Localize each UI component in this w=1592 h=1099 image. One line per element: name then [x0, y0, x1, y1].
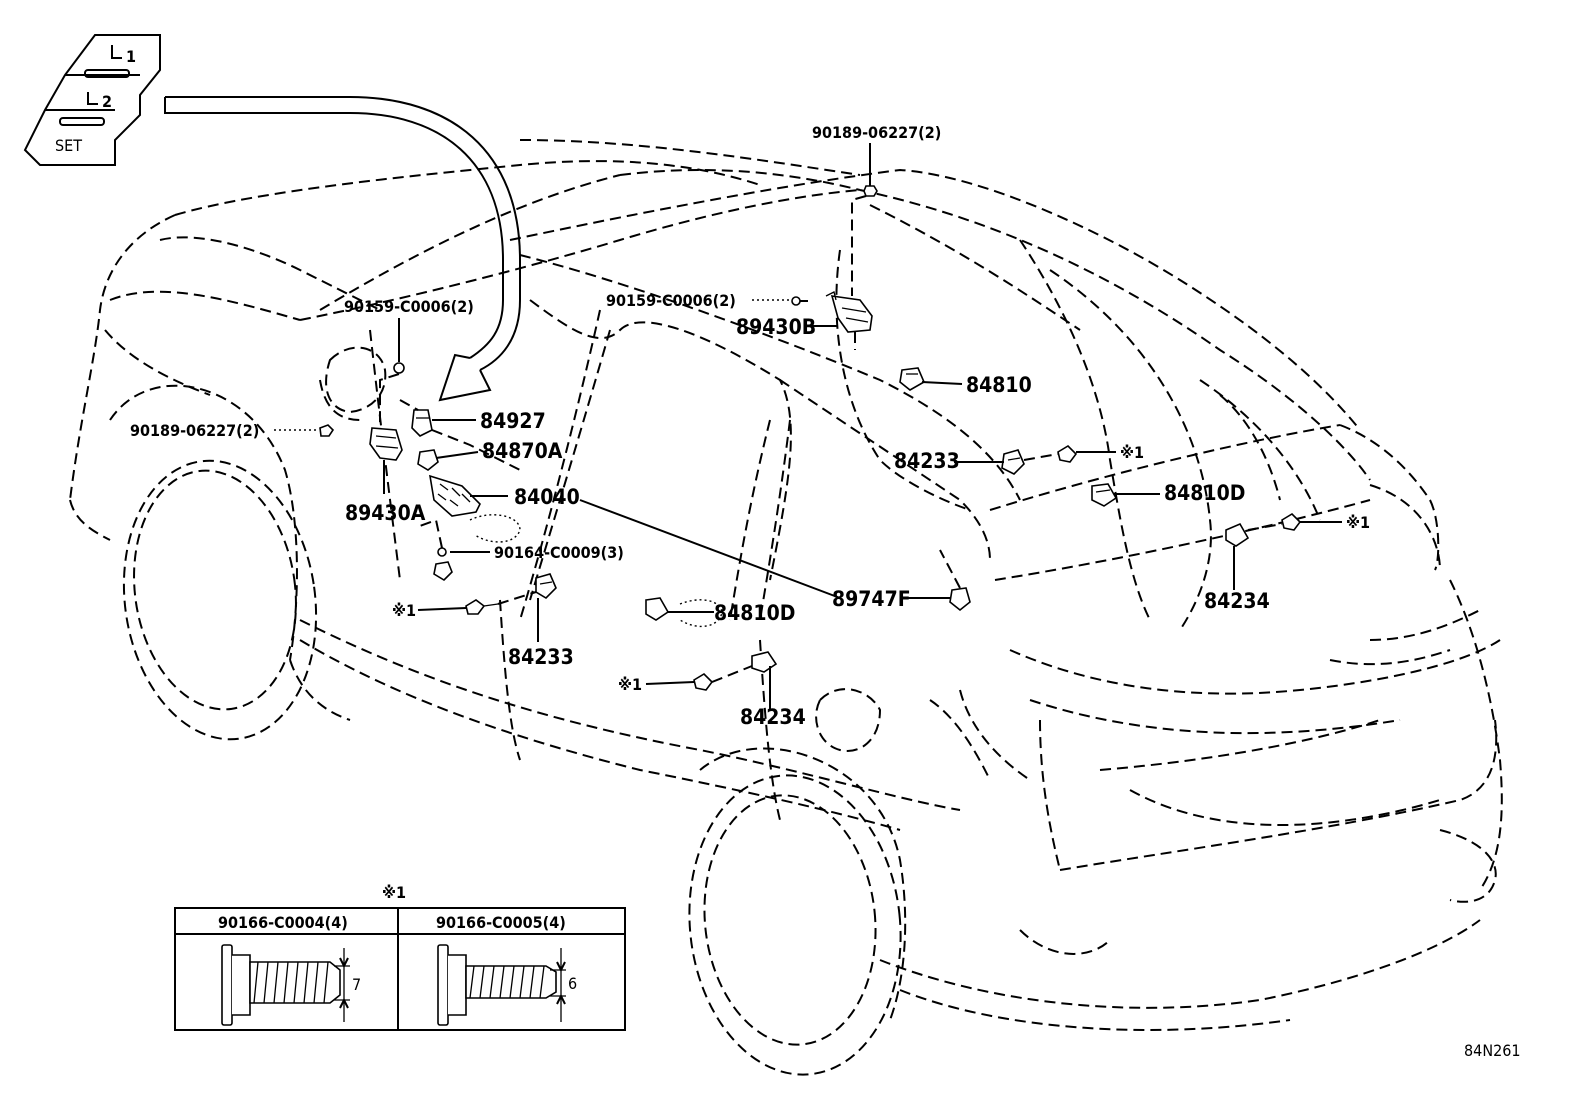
screw-ref1-right [1281, 512, 1302, 531]
label-84233-left: 84233 [508, 645, 574, 669]
bolt-90166-c0005-drawing [437, 944, 566, 1026]
module-89430a [369, 427, 403, 461]
label-84234-center: 84234 [740, 705, 806, 729]
memory-button-1-label: 1 [126, 47, 136, 66]
pointer-arrow [164, 96, 521, 402]
leader-lines [274, 143, 1342, 710]
bolt-90166-c0004-drawing [221, 944, 350, 1026]
screw-90159-left [393, 362, 405, 374]
label-90189-06227-top: 90189-06227(2) [812, 123, 941, 142]
legend-col2-dimension: 6 [568, 974, 577, 993]
screw-ref1-center [693, 672, 714, 691]
seat-icon-1 [111, 45, 122, 59]
diagram-code: 84N261 [1464, 1041, 1521, 1060]
label-84810d-right: 84810D [1164, 481, 1245, 505]
legend-col1-dimension: 7 [352, 975, 361, 994]
label-90159-c0006-right: 90159-C0006(2) [606, 291, 736, 310]
courtesy-switch-84234-center [751, 651, 778, 673]
screw-ref1-left [465, 599, 499, 615]
label-84810: 84810 [966, 373, 1032, 397]
label-ref-mark-right: ※1 [1346, 513, 1370, 532]
label-84233-right: 84233 [894, 449, 960, 473]
label-89430a: 89430A [345, 501, 426, 525]
label-84810d-center: 84810D [714, 601, 795, 625]
seat-memory-switch-panel: 1 2 SET [23, 34, 161, 166]
screw-ref1-right-top [1057, 444, 1078, 463]
memory-button-2-label: 2 [102, 92, 112, 111]
module-89430b [825, 291, 873, 333]
sensor-89747f [949, 587, 971, 612]
switch-84810d-center [645, 597, 723, 628]
label-ref-mark-left: ※1 [392, 601, 416, 620]
part-shapes [319, 185, 1302, 691]
label-84040: 84040 [514, 485, 580, 509]
label-90164-c0009: 90164-C0009(3) [494, 543, 624, 562]
legend-col2-header: 90166-C0005(4) [436, 913, 566, 932]
set-button-label: SET [55, 136, 82, 155]
label-84234-right: 84234 [1204, 589, 1270, 613]
label-90159-c0006-left: 90159-C0006(2) [344, 297, 474, 316]
seat-icon-2 [87, 92, 98, 105]
legend-col1-header: 90166-C0004(4) [218, 913, 348, 932]
courtesy-switch-84233-left [535, 573, 557, 600]
switch-84870a [417, 449, 439, 471]
clip-90164 [433, 547, 453, 582]
label-ref-mark-right-top: ※1 [1120, 443, 1144, 462]
label-84870a: 84870A [482, 439, 563, 463]
label-89430b: 89430B [736, 315, 816, 339]
switch-84810d-right [1091, 483, 1118, 507]
switch-84927 [411, 409, 433, 437]
courtesy-switch-84234-right [1225, 522, 1250, 547]
switch-84810 [899, 367, 926, 391]
label-90189-06227-left: 90189-06227(2) [130, 421, 259, 440]
label-84927: 84927 [480, 409, 546, 433]
courtesy-switch-84233-right [1001, 449, 1025, 475]
label-ref-mark-center: ※1 [618, 675, 642, 694]
clip-90189-top [863, 185, 878, 197]
legend-table: ※1 90166-C0004(4) 90166-C0005(4) 7 [174, 883, 626, 1031]
switch-assembly-84040 [428, 474, 521, 543]
legend-mark: ※1 [382, 883, 406, 902]
label-89747f: 89747F [832, 587, 911, 611]
screw-90159-right [791, 296, 808, 306]
part-labels: 90189-06227(2) 90159-C0006(2) 89430B 848… [130, 123, 1370, 729]
clip-90189-left [319, 424, 335, 437]
